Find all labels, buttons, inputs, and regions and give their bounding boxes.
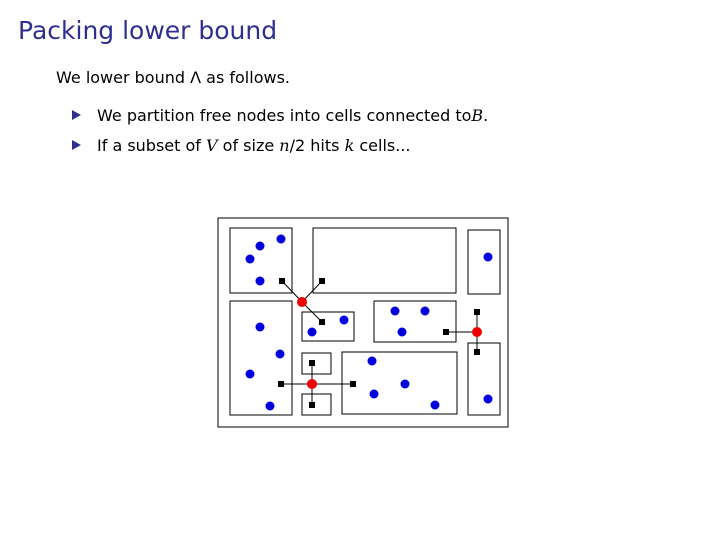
free-node <box>369 389 379 399</box>
free-node <box>265 401 275 411</box>
terminal-node <box>309 360 315 366</box>
free-node <box>245 369 255 379</box>
intro-suffix: as follows. <box>201 68 290 87</box>
free-node <box>255 322 265 332</box>
intro-line: We lower bound Λ as follows. <box>56 68 290 87</box>
hub-node <box>307 379 317 389</box>
cell-box <box>341 351 458 415</box>
terminal-node <box>350 381 356 387</box>
bullet-text: /2 hits <box>289 135 340 155</box>
lambda-symbol: Λ <box>190 68 202 87</box>
free-node <box>400 379 410 389</box>
free-node <box>483 394 493 404</box>
bullet-text: We partition free nodes into cells conne… <box>97 105 472 125</box>
cell-box <box>301 311 355 342</box>
terminal-node <box>319 319 325 325</box>
cell-box <box>229 227 293 294</box>
free-node <box>255 241 265 251</box>
terminal-node <box>319 278 325 284</box>
free-node <box>276 234 286 244</box>
terminal-node <box>474 349 480 355</box>
free-node <box>367 356 377 366</box>
slide-title: Packing lower bound <box>18 16 278 45</box>
hub-node <box>472 327 482 337</box>
cell-box <box>467 342 501 416</box>
var-b: B <box>471 105 484 125</box>
cell-box <box>301 393 332 416</box>
bullet-triangle-icon <box>72 110 81 120</box>
bullet-triangle-icon <box>72 140 81 150</box>
free-node <box>483 252 493 262</box>
free-node <box>255 276 265 286</box>
free-node <box>397 327 407 337</box>
cell-box <box>301 352 332 375</box>
terminal-node <box>443 329 449 335</box>
bullet-item-partition: We partition free nodes into cells conne… <box>72 100 488 130</box>
bullet-text-end: . <box>483 105 489 125</box>
free-node <box>339 315 349 325</box>
var-k: k <box>344 135 355 155</box>
free-node <box>307 327 317 337</box>
terminal-node <box>279 278 285 284</box>
cell-box <box>229 300 293 416</box>
free-node <box>430 400 440 410</box>
bullet-text: of size <box>222 135 275 155</box>
terminal-node <box>278 381 284 387</box>
bullet-text: If a subset of <box>97 135 201 155</box>
var-v: V <box>206 135 218 155</box>
cell-box <box>312 227 457 294</box>
intro-prefix: We lower bound <box>56 68 191 87</box>
cell-box <box>467 229 501 295</box>
var-n: n <box>279 135 290 155</box>
bullet-item-subset: If a subset of V of size n/2 hits k cell… <box>72 130 488 160</box>
free-node <box>390 306 400 316</box>
bullet-text: cells... <box>359 135 411 155</box>
terminal-node <box>474 309 480 315</box>
hub-node <box>297 297 307 307</box>
free-node <box>275 349 285 359</box>
free-node <box>245 254 255 264</box>
free-node <box>420 306 430 316</box>
bullet-list: We partition free nodes into cells conne… <box>72 100 488 160</box>
terminal-node <box>309 402 315 408</box>
cell-box <box>373 300 457 343</box>
outer-frame <box>217 217 509 428</box>
